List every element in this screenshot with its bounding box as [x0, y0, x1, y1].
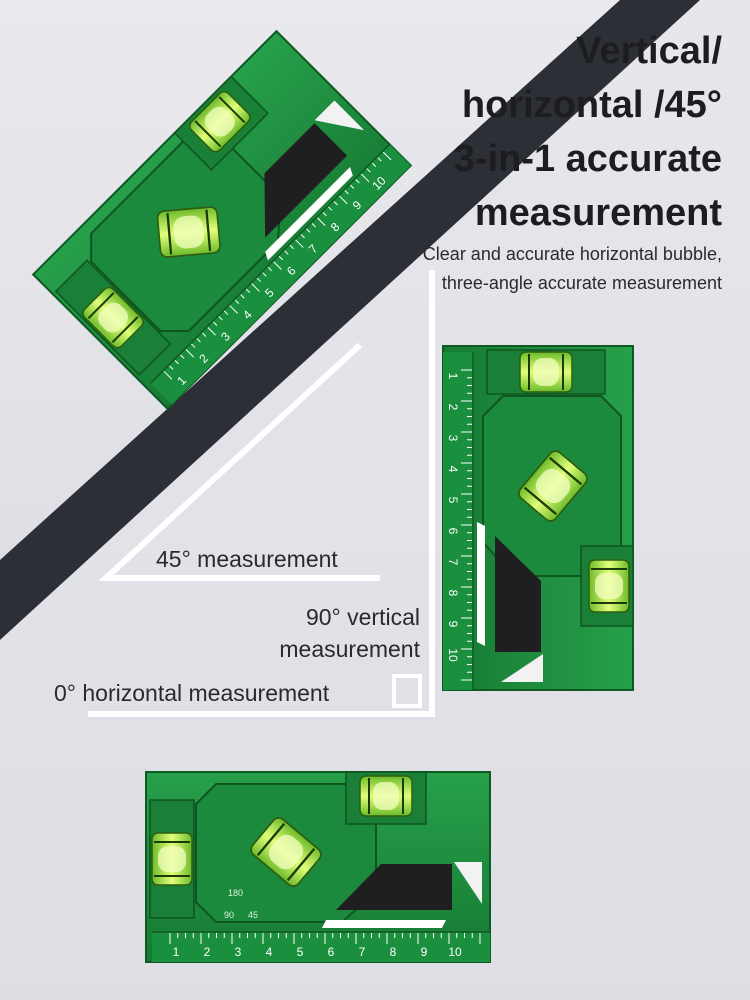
ruler-tick [273, 261, 282, 270]
ruler-tick [245, 288, 251, 294]
label-90-line-1: 90° vertical [305, 604, 420, 630]
ruler-number: 8 [446, 590, 460, 597]
ruler-tick [377, 157, 382, 162]
ruler-tick [328, 206, 333, 211]
ruler-number: 4 [266, 945, 273, 959]
ruler-tick [256, 277, 262, 283]
ruler-tick [240, 294, 245, 299]
ruler-tick [278, 255, 283, 261]
label-0-degree: 0° horizontal measurement [54, 680, 330, 706]
ruler-tick [371, 162, 377, 167]
ruler-tick [234, 299, 240, 304]
ruler-number: 1 [446, 373, 460, 380]
ruler-tick [289, 244, 294, 250]
ruler-tick [191, 343, 196, 348]
ruler-tick [218, 316, 223, 321]
angle-markings: 180 90 45 [224, 888, 258, 920]
ruler-tick [382, 151, 392, 161]
ruler-number: 4 [446, 466, 460, 473]
ruler-tick [355, 179, 360, 184]
ruler-tick [311, 223, 316, 228]
subheadline: Clear and accurate horizontal bubble, th… [302, 240, 722, 298]
ruler-tick [349, 184, 355, 189]
ruler-tick [202, 332, 207, 337]
ruler-number: 8 [390, 945, 397, 959]
ruler-tick [267, 266, 273, 272]
ruler-tick [295, 239, 304, 248]
ruler-tick [223, 310, 229, 315]
ruler-number: 2 [446, 404, 460, 411]
headline-line-4: measurement [474, 192, 722, 234]
ruler-number: 10 [448, 945, 462, 959]
headline-line-1: Vertical/ [576, 30, 722, 72]
ruler-number: 2 [204, 945, 211, 959]
ruler-tick [333, 201, 338, 206]
ruler-tick [163, 370, 173, 380]
ruler-scale: 1 2 3 4 5 6 7 8 9 10 [169, 933, 481, 959]
ruler-number: 7 [446, 559, 460, 566]
ruler-number: 5 [446, 497, 460, 504]
ruler-tick [306, 228, 311, 233]
ruler-number: 10 [446, 648, 460, 662]
ruler-tick [169, 365, 174, 370]
label-90-degree: 90° vertical measurement [240, 601, 420, 665]
ruler-tick [284, 250, 289, 255]
ruler-number: 9 [421, 945, 428, 959]
ruler-number: 3 [446, 435, 460, 442]
ruler-tick [322, 212, 327, 217]
ruler-tick [207, 327, 216, 336]
angle-mark: 90 [224, 910, 234, 920]
ruler-tick [344, 190, 349, 195]
headline-line-3: 3-in-1 accurate [453, 138, 722, 180]
ruler-scale: 1 2 3 4 5 6 7 8 9 10 [446, 369, 472, 681]
ruler-tick [196, 338, 201, 343]
ruler-tick [229, 305, 238, 314]
subheadline-line-1: Clear and accurate horizontal bubble, [422, 244, 722, 264]
headline-line-2: horizontal /45° [461, 84, 722, 126]
subheadline-line-2: three-angle accurate measurement [441, 273, 722, 293]
ruler-tick [317, 217, 326, 227]
label-90-line-2: measurement [279, 636, 420, 662]
angle-mark: 180 [228, 888, 243, 898]
label-45-degree: 45° measurement [156, 546, 338, 572]
ruler-tick [212, 321, 218, 326]
ruler-number: 7 [359, 945, 366, 959]
ruler-tick [366, 168, 371, 173]
ruler-number: 6 [446, 528, 460, 535]
ruler-number: 6 [328, 945, 335, 959]
ruler-tick [339, 195, 348, 205]
ruler-number: 3 [235, 945, 242, 959]
angle-guide [88, 270, 435, 717]
ruler-tick [300, 233, 305, 239]
ruler-number: 9 [446, 621, 460, 628]
angle-mark: 45 [248, 910, 258, 920]
ruler-tick [185, 349, 195, 358]
ruler-tick [174, 360, 179, 365]
ruler-tick [251, 283, 260, 292]
ruler-tick [360, 173, 370, 183]
ruler-tick [180, 354, 185, 359]
ruler-number: 1 [173, 945, 180, 959]
ruler-tick [262, 272, 267, 277]
ruler-number: 5 [297, 945, 304, 959]
headline: Vertical/ horizontal /45° 3-in-1 accurat… [282, 24, 722, 240]
level-vertical: 1 2 3 4 5 6 7 8 9 10 [443, 346, 633, 690]
